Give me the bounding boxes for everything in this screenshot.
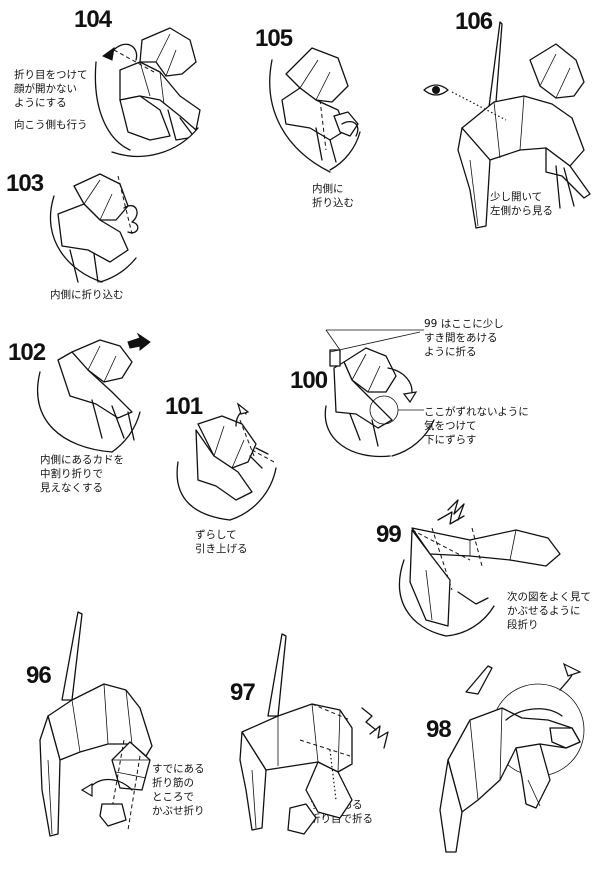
step-97-figure (239, 633, 389, 835)
step-102-note: 内側にあるカドを 中割り折りで 見えなくする (40, 454, 124, 494)
step-99-number: 99 (376, 521, 402, 548)
step-102-number: 102 (8, 339, 46, 366)
step-98-figure (439, 662, 585, 853)
step-103-figure (49, 173, 139, 283)
step-106-number: 106 (455, 8, 493, 35)
step-97-number: 97 (230, 679, 256, 706)
step-103-number: 103 (6, 170, 44, 197)
step-105-number: 105 (255, 25, 293, 52)
step-100-note-2: ここがずれないように 気をつけて 下にずらす (424, 406, 529, 446)
step-99-note: 次の図をよく見て かぶせるように 段折り (507, 591, 591, 631)
step-96-note: すでにある 折り筋の ところで かぶせ折り (152, 763, 205, 817)
step-106-note: 少し開いて 左側から見る (490, 191, 553, 217)
step-103-note: 内側に折り込む (50, 289, 124, 301)
step-100-figure (324, 329, 435, 458)
step-102-figure (37, 332, 151, 453)
step-101-number: 101 (165, 393, 203, 420)
step-100-number: 100 (290, 367, 328, 394)
step-101-figure (176, 402, 277, 521)
step-106-figure (423, 21, 591, 229)
step-104-note-2: 向こう側も行う (14, 119, 88, 131)
step-98-number: 98 (426, 716, 452, 743)
step-100-note: 99 はここに少し すき間をあける ように折る (424, 318, 504, 358)
step-96-number: 96 (26, 662, 52, 689)
step-96-figure (39, 611, 153, 837)
step-104-figure (94, 27, 201, 157)
step-105-note: 内側に 折り込む (312, 183, 354, 209)
step-99-figure (398, 499, 561, 637)
eye-icon (423, 84, 449, 96)
step-104-note: 折り目をつけて 顔が開かない ようにする (14, 69, 88, 109)
step-104-number: 104 (74, 6, 112, 33)
step-101-note: ずらして 引き上げる (195, 529, 248, 555)
step-105-figure (269, 47, 361, 173)
